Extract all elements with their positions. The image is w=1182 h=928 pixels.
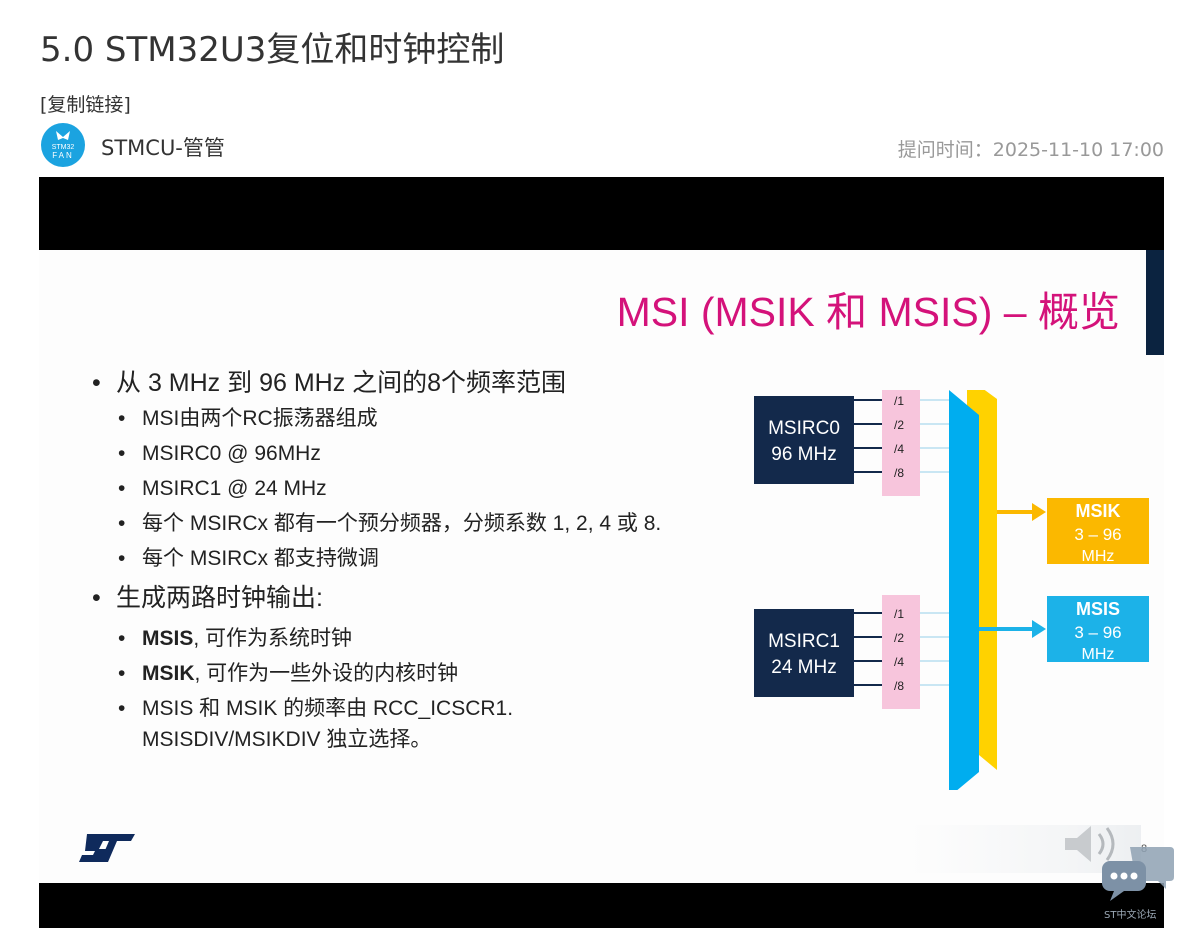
msirc1-divider-block bbox=[882, 595, 920, 709]
msirc0-divider-label: /8 bbox=[894, 466, 904, 480]
msis-unit: MHz bbox=[1082, 646, 1115, 663]
avatar[interactable]: STM32 FAN bbox=[41, 123, 85, 167]
msirc1-divider-label: /8 bbox=[894, 679, 904, 693]
copy-link-button[interactable]: [复制链接] bbox=[40, 94, 131, 116]
post-title: 5.0 STM32U3复位和时钟控制 bbox=[40, 30, 505, 70]
post-time: 提问时间：2025-11-10 17:00 bbox=[897, 139, 1164, 161]
svg-text:STM32: STM32 bbox=[52, 144, 75, 151]
svg-text:FAN: FAN bbox=[52, 151, 74, 160]
msik-box bbox=[1047, 498, 1149, 564]
msirc1-divider-label: /2 bbox=[894, 631, 904, 645]
slide-bullet-10: MSIS 和 MSIK 的频率由 RCC_ICSCR1. bbox=[89, 691, 749, 726]
author-name[interactable]: STMCU-管管 bbox=[101, 136, 225, 160]
msirc0-box bbox=[754, 396, 854, 484]
slide-bullet-7: 生成两路时钟输出: bbox=[89, 576, 749, 621]
bullet-bold-term: MSIS bbox=[142, 627, 194, 650]
slide-bullet-6: 每个 MSIRCx 都支持微调 bbox=[89, 541, 749, 576]
slide-title: MSI (MSIK 和 MSIS) – 概览 bbox=[616, 289, 1120, 335]
slide-bullet-8: MSIS, 可作为系统时钟 bbox=[89, 621, 749, 656]
slide-bullet-11: MSISDIV/MSIKDIV 独立选择。 bbox=[142, 728, 432, 751]
msis-box bbox=[1047, 596, 1149, 662]
slide-bullet-5: 每个 MSIRCx 都有一个预分频器，分频系数 1, 2, 4 或 8. bbox=[89, 506, 749, 541]
msirc0-divider-block bbox=[882, 390, 920, 496]
msirc0-divider-label: /2 bbox=[894, 418, 904, 432]
msirc0-divider-label: /1 bbox=[894, 394, 904, 408]
msis-range: 3 – 96 bbox=[1074, 623, 1121, 642]
msirc0-divider-label: /4 bbox=[894, 442, 904, 456]
slide-bullet-2: MSI由两个RC振荡器组成 bbox=[89, 401, 749, 436]
msik-name: MSIK bbox=[1076, 501, 1121, 521]
forum-chat-label: ST中文论坛 bbox=[1104, 910, 1157, 921]
slide-bullet-1: 从 3 MHz 到 96 MHz 之间的8个频率范围 bbox=[89, 365, 749, 401]
bullet-bold-term: MSIK bbox=[142, 662, 195, 685]
speaker-icon bbox=[1065, 826, 1115, 862]
msirc1-divider-label: /4 bbox=[894, 655, 904, 669]
slide-bullet-4: MSIRC1 @ 24 MHz bbox=[89, 471, 749, 506]
msirc0-name: MSIRC0 bbox=[768, 418, 840, 439]
forum-chat-icon[interactable] bbox=[1100, 843, 1176, 905]
stm32-fan-logo-icon: STM32 FAN bbox=[52, 131, 75, 160]
slide-bullet-9: MSIK, 可作为一些外设的内核时钟 bbox=[89, 656, 749, 691]
msirc1-box bbox=[754, 609, 854, 697]
msirc1-divider-label: /1 bbox=[894, 607, 904, 621]
blue-mux bbox=[949, 390, 979, 790]
msis-name: MSIS bbox=[1076, 599, 1120, 619]
video-player[interactable]: MSI (MSIK 和 MSIS) – 概览 从 3 MHz 到 96 MHz … bbox=[39, 177, 1164, 928]
slide-bullet-3: MSIRC0 @ 96MHz bbox=[89, 436, 749, 471]
slide-bullet-list: 从 3 MHz 到 96 MHz 之间的8个频率范围MSI由两个RC振荡器组成M… bbox=[89, 365, 749, 753]
msirc1-name: MSIRC1 bbox=[768, 631, 840, 652]
st-logo-icon bbox=[79, 834, 135, 862]
slide: MSI (MSIK 和 MSIS) – 概览 从 3 MHz 到 96 MHz … bbox=[39, 250, 1164, 883]
msirc1-freq: 24 MHz bbox=[771, 657, 836, 678]
msik-unit: MHz bbox=[1082, 548, 1115, 565]
slide-corner-bar bbox=[1146, 250, 1164, 355]
msirc0-freq: 96 MHz bbox=[771, 444, 836, 465]
msis-arrowhead bbox=[1032, 620, 1046, 638]
msik-range: 3 – 96 bbox=[1074, 525, 1121, 544]
msik-arrowhead bbox=[1032, 503, 1046, 521]
